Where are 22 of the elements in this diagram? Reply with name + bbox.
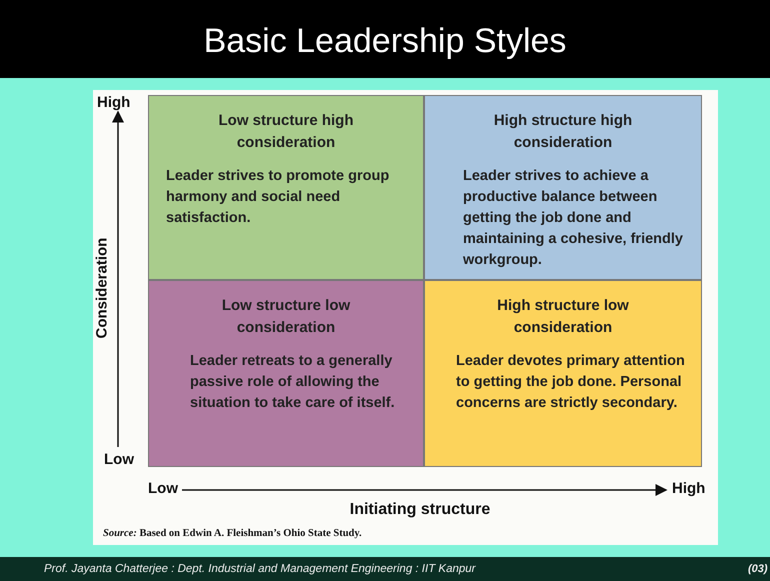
axis-title: Initiating structure — [348, 501, 492, 519]
slide-title: Basic Leadership Styles — [202, 22, 568, 61]
quadrant-box — [148, 95, 424, 280]
quadrant-heading: High structure low consideration — [496, 296, 630, 338]
quadrant-box — [424, 280, 702, 467]
axis-title: Consideration — [94, 238, 110, 338]
quadrant-heading: Low structure low consideration — [220, 296, 352, 338]
page-number: (03) — [748, 563, 768, 575]
quadrant-heading: High structure high consideration — [492, 111, 634, 153]
quadrant-description: Leader retreats to a generally passive role of allowing the situation to take care of itself. — [190, 352, 396, 413]
quadrant-heading: Low structure high consideration — [218, 111, 354, 153]
quadrant-box — [148, 280, 424, 467]
axis-label: Low — [104, 451, 134, 468]
axis-label: Low — [148, 480, 178, 497]
source-note: Source: Based on Edwin A. Fleishman’s Ohio State Study. — [103, 528, 362, 539]
quadrant-description: Leader strives to promote group harmony and social need satisfaction. — [166, 167, 390, 228]
quadrant-box — [424, 95, 702, 280]
quadrant-description: Leader strives to achieve a productive balance between getting the job done and maintaining a cohesive, friendly workgroup. — [463, 167, 684, 270]
axis-label: High — [97, 94, 130, 111]
axis-label: High — [672, 480, 706, 497]
quadrant-description: Leader devotes primary attention to getting the job done. Personal concerns are strictly secondary. — [456, 352, 686, 413]
footer-text: Prof. Jayanta Chatterjee : Dept. Industrial and Management Engineering : IIT Kanpur — [44, 563, 476, 575]
